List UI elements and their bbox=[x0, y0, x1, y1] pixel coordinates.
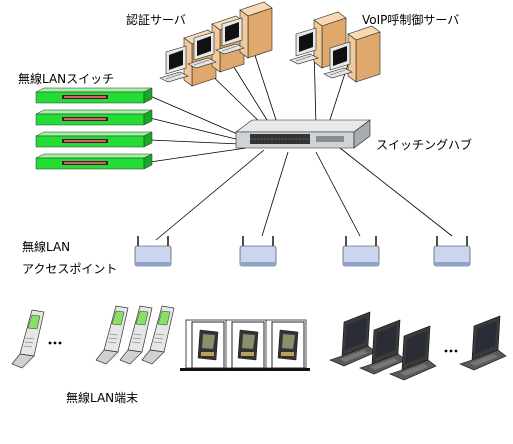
laptop-icon bbox=[459, 315, 507, 371]
access-point-icon bbox=[433, 235, 471, 267]
pda-icon bbox=[231, 321, 265, 369]
ellipsis-dots bbox=[48, 341, 458, 353]
voip-server-label: VoIP呼制御サーバ bbox=[362, 13, 460, 27]
laptop-group bbox=[329, 311, 507, 381]
wlan-switch-icon bbox=[35, 87, 153, 104]
phone-icon bbox=[11, 309, 45, 369]
pda-icon bbox=[271, 321, 305, 369]
auth-server-icon bbox=[215, 1, 273, 59]
laptop-icon bbox=[329, 311, 377, 367]
wlan-switch-icon bbox=[35, 109, 153, 126]
access-point-icon bbox=[342, 235, 380, 267]
access-point-icon bbox=[134, 235, 172, 267]
terminals-label: 無線LAN端末 bbox=[66, 391, 139, 405]
phone-group bbox=[11, 305, 175, 369]
access-point-group bbox=[134, 235, 471, 267]
access-point-icon bbox=[239, 235, 277, 267]
pda-group bbox=[180, 319, 310, 371]
switching-hub-label: スイッチングハブ bbox=[376, 138, 473, 152]
wlan-switch-label: 無線LANスイッチ bbox=[18, 72, 115, 86]
phone-icon bbox=[95, 305, 129, 365]
access-point-label-line2: アクセスポイント bbox=[22, 262, 118, 276]
access-point-label-line1: 無線LAN bbox=[22, 240, 71, 254]
pda-icon bbox=[191, 321, 225, 369]
auth-server-label: 認証サーバ bbox=[126, 13, 186, 27]
wlan-switch-group bbox=[35, 87, 153, 170]
wlan-switch-icon bbox=[35, 131, 153, 148]
wlan-switch-icon bbox=[35, 153, 153, 170]
switching-hub-icon bbox=[235, 119, 371, 149]
